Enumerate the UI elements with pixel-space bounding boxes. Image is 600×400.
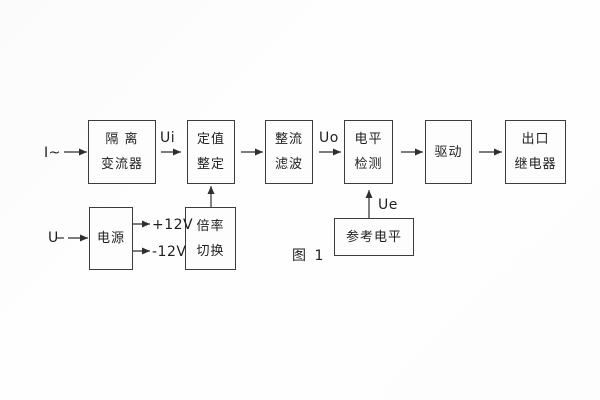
block-label: 电平: [354, 132, 383, 147]
block-rectifier-filter: 整流 滤波: [265, 120, 313, 184]
label-signal-uo: Uo: [319, 130, 339, 146]
block-label: 隔 离: [105, 132, 139, 147]
block-label: 驱动: [434, 144, 463, 160]
block-drive: 驱动: [425, 120, 472, 184]
block-output-relay: 出口 继电器: [505, 120, 566, 184]
block-label: 继电器: [514, 157, 557, 172]
label-signal-ue: Ue: [378, 197, 398, 213]
label-rail-positive: +12V: [152, 217, 194, 233]
label-input-current: I~: [44, 145, 61, 161]
block-reference-level: 参考电平: [334, 218, 414, 256]
block-label: 出口: [521, 132, 550, 147]
figure-caption: 图 1: [292, 248, 326, 264]
block-label: 倍率: [196, 218, 225, 234]
block-label: 变流器: [100, 157, 143, 172]
block-label: 切换: [196, 243, 225, 259]
block-power-supply: 电源: [89, 207, 133, 270]
block-label: 定值: [196, 132, 225, 147]
label-input-voltage: U: [48, 230, 59, 246]
block-label: 参考电平: [345, 229, 402, 245]
block-label: 滤波: [274, 157, 303, 172]
block-label: 电源: [96, 231, 125, 246]
block-setting-adjustment: 定值 整定: [187, 120, 235, 184]
block-isolation-transformer: 隔 离 变流器: [88, 120, 156, 184]
block-label: 检测: [354, 157, 383, 172]
block-label: 整流: [274, 132, 303, 147]
label-rail-negative: -12V: [152, 244, 187, 260]
block-ratio-switching: 倍率 切换: [185, 207, 236, 270]
block-label: 整定: [196, 157, 225, 172]
block-level-detection: 电平 检测: [344, 120, 393, 184]
label-signal-ui: Ui: [160, 130, 176, 146]
